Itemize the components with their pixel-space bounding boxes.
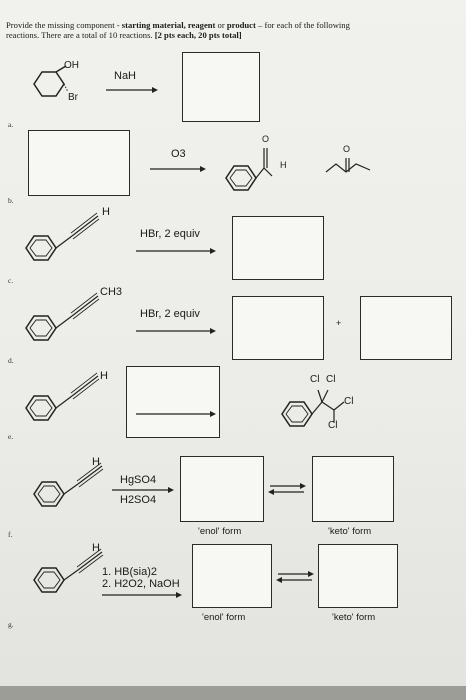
hydroxyl-label: OH bbox=[64, 60, 79, 71]
reaction-arrow-b bbox=[150, 166, 206, 172]
reaction-arrow-c bbox=[136, 248, 216, 254]
enol-form-caption-f: 'enol' form bbox=[198, 526, 242, 537]
alkyne-h-label-e: H bbox=[100, 370, 108, 382]
instructions-text: or bbox=[215, 20, 227, 30]
phenylacetylene-structure-f bbox=[33, 462, 104, 507]
chloro-label-2: Cl bbox=[326, 374, 336, 385]
reaction-arrow-g bbox=[102, 592, 182, 598]
equilibrium-arrow-f bbox=[268, 483, 306, 495]
answer-box-c[interactable] bbox=[232, 216, 324, 280]
instructions-text: – for each of the following bbox=[255, 20, 350, 30]
reaction-arrow-f bbox=[112, 487, 174, 493]
keto-form-caption-g: 'keto' form bbox=[332, 612, 376, 623]
problem-label-a: a. bbox=[8, 120, 14, 129]
reagent-h2so4: H2SO4 bbox=[120, 494, 157, 506]
cyclohexanol-bromide-structure bbox=[33, 65, 69, 97]
plus-sign: + bbox=[336, 318, 342, 328]
reagent-hbr-d: HBr, 2 equiv bbox=[140, 308, 200, 320]
equilibrium-arrow-g bbox=[276, 571, 314, 583]
chloro-label-4: Cl bbox=[328, 420, 338, 431]
bromo-label: Br bbox=[68, 92, 78, 103]
phenylacetylene-structure-e bbox=[25, 372, 100, 421]
chloro-label-1: Cl bbox=[310, 374, 320, 385]
phenylpropyne-structure bbox=[25, 292, 100, 341]
alkyne-h-label-f: H bbox=[92, 456, 100, 468]
keto-form-caption-f: 'keto' form bbox=[328, 526, 372, 537]
instructions: Provide the missing component - starting… bbox=[6, 20, 446, 40]
reaction-arrow-d bbox=[136, 328, 216, 334]
alkyne-h-label-c: H bbox=[102, 206, 110, 218]
reagent-hgso4: HgSO4 bbox=[120, 474, 157, 486]
chloro-label-3: Cl bbox=[344, 396, 354, 407]
answer-box-b[interactable] bbox=[28, 130, 130, 196]
carbonyl-oxygen-label: O bbox=[262, 134, 270, 144]
answer-box-g-keto[interactable] bbox=[318, 544, 398, 608]
instructions-bold-text: starting material, reagent bbox=[121, 20, 216, 30]
reagent-ozone: O3 bbox=[171, 148, 186, 160]
answer-box-d-product-1[interactable] bbox=[232, 296, 324, 360]
phenylacetylene-structure-c bbox=[25, 212, 100, 261]
answer-box-d-product-2[interactable] bbox=[360, 296, 452, 360]
reaction-arrow-a bbox=[106, 87, 158, 93]
methyl-label: CH3 bbox=[100, 286, 123, 298]
problem-label-d: d. bbox=[8, 356, 14, 365]
answer-box-f-keto[interactable] bbox=[312, 456, 394, 522]
reaction-arrow-e bbox=[136, 411, 216, 417]
instructions-bold-text: product bbox=[226, 20, 256, 30]
instructions-line-1: Provide the missing component - starting… bbox=[6, 20, 446, 30]
phenylacetylene-structure-g bbox=[33, 548, 104, 593]
reagent-hbr-c: HBr, 2 equiv bbox=[140, 228, 200, 240]
tetrachloride-product-structure bbox=[281, 389, 345, 427]
enol-form-caption-g: 'enol' form bbox=[202, 612, 246, 623]
photo-bottom-edge bbox=[0, 686, 466, 700]
answer-box-e-reagent[interactable] bbox=[126, 366, 220, 438]
ketone-oxygen-label: O bbox=[343, 144, 351, 154]
problem-label-f: f. bbox=[8, 530, 13, 539]
problem-label-e: e. bbox=[8, 432, 14, 441]
aldehyde-h-label: H bbox=[280, 160, 287, 170]
answer-box-f-enol[interactable] bbox=[180, 456, 264, 522]
alkyne-h-label-g: H bbox=[92, 542, 100, 554]
answer-box-g-enol[interactable] bbox=[192, 544, 272, 608]
reagent-hydroboration: 1. HB(sia)2 bbox=[102, 566, 158, 578]
points-note: [2 pts each, 20 pts total] bbox=[154, 30, 242, 40]
problem-label-g: g. bbox=[8, 620, 14, 629]
instructions-text: Provide the missing component - bbox=[6, 20, 122, 30]
aldehyde-product-structure bbox=[225, 148, 273, 191]
problem-label-b: b. bbox=[8, 196, 14, 205]
reagent-nah: NaH bbox=[114, 70, 137, 82]
instructions-text: reactions. There are a total of 10 react… bbox=[6, 30, 155, 40]
instructions-line-2: reactions. There are a total of 10 react… bbox=[6, 30, 446, 40]
problem-label-c: c. bbox=[8, 276, 14, 285]
reagent-oxidation: 2. H2O2, NaOH bbox=[102, 578, 180, 590]
answer-box-a[interactable] bbox=[182, 52, 260, 122]
ketone-product-structure bbox=[325, 158, 371, 173]
